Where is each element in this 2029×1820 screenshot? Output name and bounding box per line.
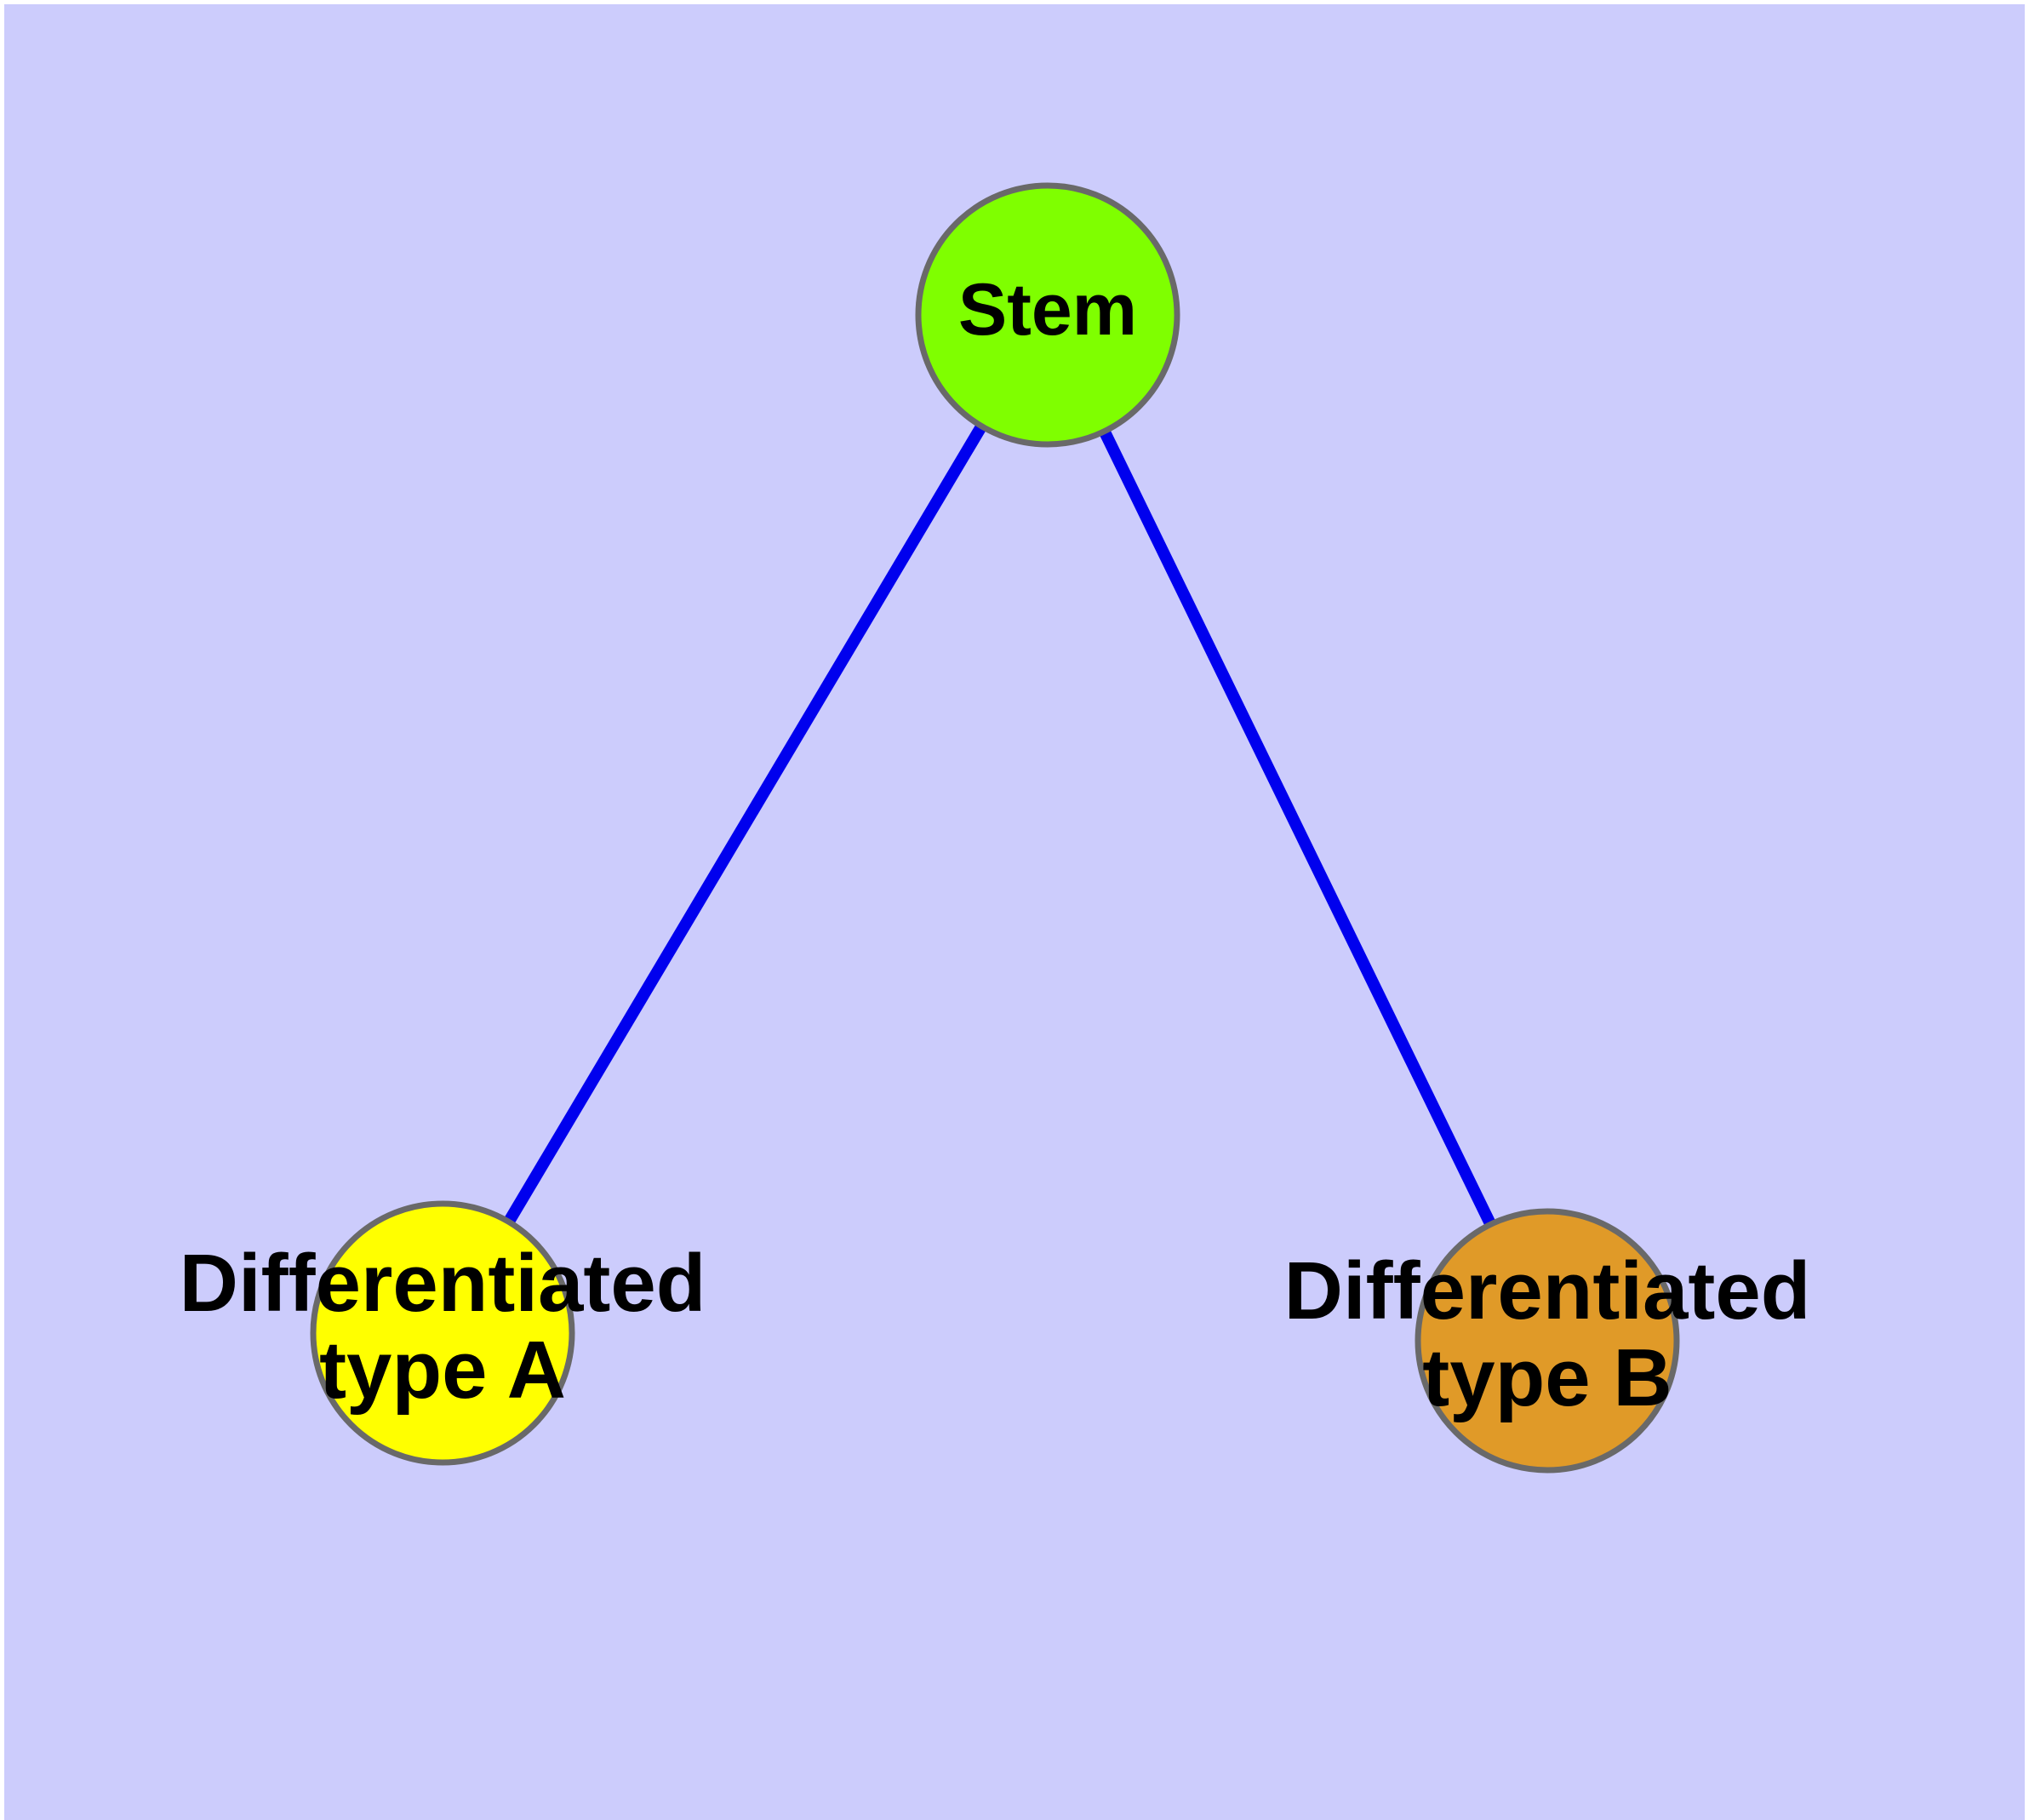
- edge-layer: [437, 312, 1553, 1344]
- node-stem-circle[interactable]: [915, 182, 1180, 448]
- edge-stem-to-differentiated-type-b[interactable]: [1042, 312, 1553, 1344]
- node-differentiated-type-a-circle[interactable]: [310, 1200, 575, 1466]
- edge-stem-to-differentiated-type-a[interactable]: [437, 312, 1054, 1336]
- node-differentiated-type-a[interactable]: [310, 1200, 575, 1466]
- node-stem-label: Stem: [958, 269, 1137, 351]
- label-line: type A: [319, 1325, 566, 1416]
- label-line: Differentiated: [1284, 1245, 1811, 1336]
- label-line: Differentiated: [180, 1238, 706, 1329]
- node-differentiated-type-b[interactable]: [1415, 1208, 1680, 1474]
- label-line: Stem: [958, 269, 1137, 351]
- node-layer: [310, 182, 1680, 1474]
- label-line: type B: [1422, 1332, 1672, 1423]
- node-differentiated-type-b-circle[interactable]: [1415, 1208, 1680, 1474]
- node-stem[interactable]: [915, 182, 1180, 448]
